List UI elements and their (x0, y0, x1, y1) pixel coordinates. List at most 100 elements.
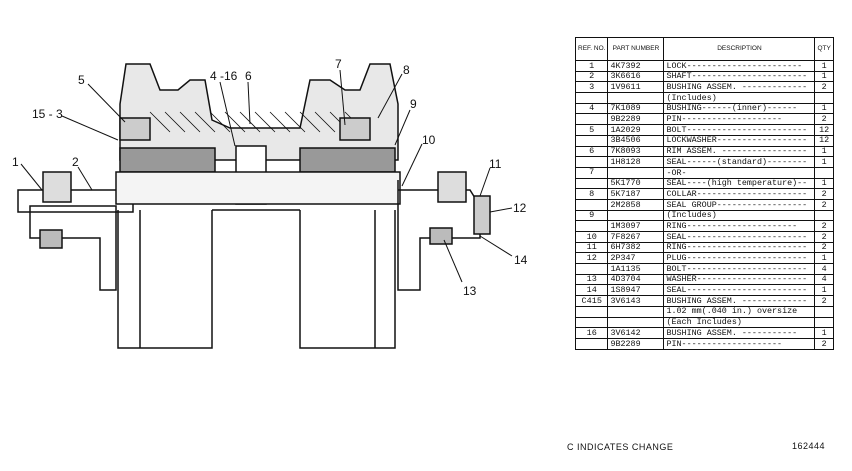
cell-ref: 5 (574, 124, 609, 136)
cell-part: 1S8947 (607, 284, 665, 297)
cell-desc: SEAL------------------------ (663, 231, 816, 243)
right-seal-bolt (339, 117, 371, 141)
roller-flange-lines (139, 209, 376, 348)
cell-desc: LOCK----------------------- (663, 60, 816, 72)
cell-part: 7K1089 (607, 102, 665, 115)
cell-part: 1M3097 (607, 220, 665, 232)
cell-qty: 1 (814, 156, 834, 168)
cell-qty: 1 (814, 60, 834, 72)
drawing-number: 162444 (792, 441, 826, 451)
cell-part: 3B4506 (607, 134, 665, 147)
cell-qty: 2 (814, 198, 834, 211)
cell-part: 3K6616 (607, 70, 665, 83)
cell-ref: 9 (574, 209, 609, 222)
callout-4-16: 4 -16 (210, 69, 238, 83)
cell-desc: SEAL------(standard)-------- (663, 156, 816, 168)
cell-part: 5K7187 (607, 188, 665, 200)
cell-part (607, 316, 665, 329)
cell-part: 1V9611 (607, 81, 665, 94)
table-row: (Each Includes) (574, 316, 834, 329)
cell-desc: RIM ASSEM. ----------------- (663, 145, 816, 158)
parts-table-header: REF. NO. PART NUMBER DESCRIPTION QTY (574, 37, 834, 61)
table-row: 9B2289 PIN--------------------2 (574, 113, 834, 126)
cell-qty: 1 (814, 327, 834, 339)
table-row: 1M3097 RING----------------------2 (574, 220, 834, 232)
cell-ref: 2 (574, 70, 609, 83)
cell-ref: 13 (574, 273, 609, 286)
cell-qty (814, 92, 834, 104)
cell-ref: 4 (574, 102, 609, 115)
cell-ref (574, 305, 609, 318)
cell-qty: 2 (814, 231, 834, 243)
header-description: DESCRIPTION (663, 37, 816, 61)
cell-part (607, 166, 665, 179)
cell-ref (574, 263, 609, 275)
cell-part: 9B2289 (607, 337, 665, 350)
roller-body-outer (117, 210, 213, 349)
rim-left (119, 63, 399, 161)
cell-desc: PLUG------------------------ (663, 252, 816, 265)
cell-qty: 1 (814, 177, 834, 190)
cell-desc: COLLAR---------------------- (663, 188, 816, 200)
header-part-number: PART NUMBER (607, 37, 665, 61)
cell-ref: 14 (574, 284, 609, 297)
cell-desc: SEAL GROUP------------------ (663, 198, 816, 211)
left-bearing (119, 147, 216, 173)
cell-part: 1A2029 (607, 124, 665, 136)
callout-2: 2 (72, 155, 79, 169)
cell-desc: BUSHING ASSEM. ------------- (663, 81, 816, 94)
cell-desc: PIN-------------------- (663, 337, 816, 350)
cell-desc: -OR- (663, 166, 816, 179)
cell-desc: SHAFT----------------------- (663, 70, 816, 83)
header-ref-no: REF. NO. (574, 37, 609, 61)
cell-desc: WASHER---------------------- (663, 273, 816, 286)
cell-part: 4K7392 (607, 60, 665, 72)
table-row: 7 -OR- (574, 166, 834, 179)
cell-part: 3V6143 (607, 295, 665, 307)
cell-ref: 3 (574, 81, 609, 94)
right-end-plug (473, 195, 491, 235)
cell-desc: SEAL----(high temperature)-- (663, 177, 816, 190)
cell-part: 1A1135 (607, 263, 665, 275)
cell-qty: 2 (814, 113, 834, 126)
callout-12: 12 (513, 201, 527, 215)
cell-ref (574, 220, 609, 232)
cell-part: 9B2289 (607, 113, 665, 126)
cell-part (607, 305, 665, 318)
cell-desc: BOLT------------------------ (663, 263, 816, 275)
callout-10: 10 (422, 133, 436, 147)
callout-6: 6 (245, 69, 252, 83)
callout-11: 11 (489, 157, 502, 171)
cell-desc: LOCKWASHER------------------ (663, 134, 816, 147)
right-bearing (299, 147, 396, 173)
callout-5: 5 (78, 73, 85, 87)
cell-qty: 2 (814, 220, 834, 232)
callout-14: 14 (514, 253, 528, 267)
cell-ref: 10 (574, 231, 609, 243)
cell-qty (814, 166, 834, 179)
cell-part: 4D3704 (607, 273, 665, 286)
cell-desc: BOLT------------------------ (663, 124, 816, 136)
roller-body-outer-right (299, 210, 396, 349)
cell-ref: C415 (574, 295, 609, 307)
cell-part: 1H8128 (607, 156, 665, 168)
table-row: (Includes) (574, 92, 834, 104)
cell-desc: RING---------------------- (663, 220, 816, 232)
cell-ref: 1 (574, 60, 609, 72)
cell-ref (574, 316, 609, 329)
cell-qty: 1 (814, 145, 834, 158)
callout-9: 9 (410, 97, 417, 111)
cell-ref: 8 (574, 188, 609, 200)
cell-ref (574, 156, 609, 168)
cell-ref (574, 113, 609, 126)
cell-part: 3V6142 (607, 327, 665, 339)
cell-desc: BUSHING------(inner)------ (663, 102, 816, 115)
